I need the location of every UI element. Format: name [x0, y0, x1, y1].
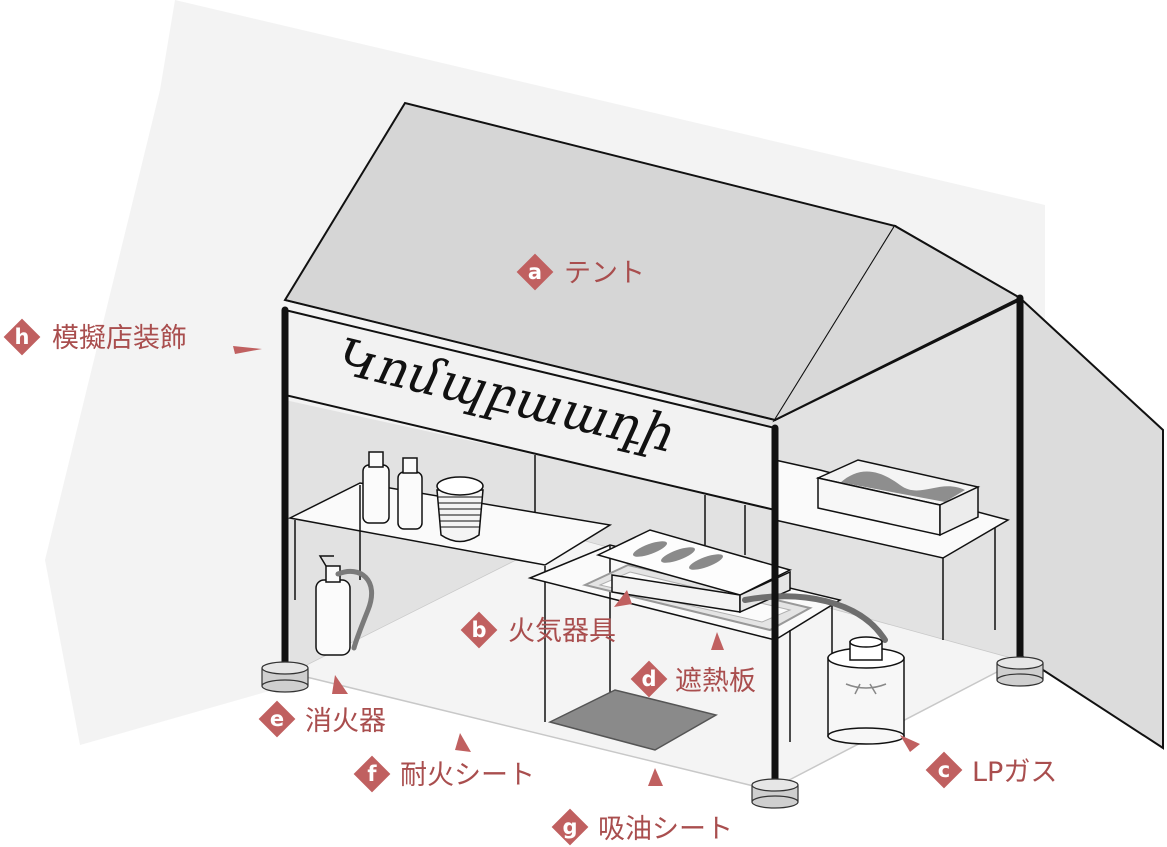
pointer-arrow-b — [614, 590, 632, 607]
food-item-1 — [632, 541, 668, 557]
svg-text:テント: テント — [564, 258, 645, 289]
label-a: a テント — [516, 253, 645, 291]
label-h: h 模擬店装飾 — [3, 318, 187, 356]
lp-gas-cylinder-body — [827, 657, 905, 737]
pointer-arrow-h — [233, 346, 262, 354]
tent-roof-side-fill — [775, 226, 1020, 420]
svg-text:f: f — [367, 762, 377, 786]
label-b: b 火気器具 — [460, 611, 616, 649]
oil-absorbing-sheet — [547, 689, 718, 751]
pointer-arrow-f — [455, 733, 471, 752]
svg-text:h: h — [15, 325, 30, 349]
fire-extinguisher-body — [315, 579, 351, 656]
food-item-2 — [660, 547, 696, 563]
pointer-arrow-c — [900, 735, 920, 752]
label-e: e 消火器 — [258, 700, 386, 738]
storage-box-contents — [828, 471, 965, 502]
pole-weight-front — [751, 778, 799, 809]
label-g: g 吸油シート — [551, 808, 733, 846]
svg-text:a: a — [528, 260, 542, 284]
pointer-arrow-g — [648, 768, 663, 786]
pole-weight-left — [261, 661, 309, 693]
tent-back-wall — [285, 300, 1020, 673]
bottle-2 — [397, 471, 423, 530]
pole-weight-right — [996, 656, 1044, 687]
bowl-stack — [436, 476, 484, 543]
svg-text:吸油シート: 吸油シート — [598, 814, 733, 845]
storage-box-side — [939, 485, 979, 537]
gas-hose — [742, 593, 888, 643]
svg-text:b: b — [471, 618, 486, 642]
svg-text:g: g — [562, 815, 577, 839]
pointer-arrow-d — [711, 632, 724, 650]
svg-text:LPガス: LPガス — [972, 757, 1057, 788]
svg-text:d: d — [641, 667, 656, 691]
svg-text:模擬店装飾: 模擬店装飾 — [52, 323, 187, 354]
fire-extinguisher-hose — [335, 568, 375, 651]
pointer-arrow-e — [332, 675, 348, 694]
svg-text:c: c — [938, 758, 950, 782]
lp-gas-cylinder-bottom — [827, 727, 905, 745]
svg-text:火気器具: 火気器具 — [508, 616, 616, 647]
label-f: f 耐火シート — [353, 755, 535, 793]
label-c: c LPガス — [925, 751, 1057, 789]
svg-text:消火器: 消火器 — [305, 706, 386, 737]
label-d: d 遮熱板 — [630, 660, 756, 698]
svg-text:遮熱板: 遮熱板 — [675, 666, 756, 697]
svg-text:e: e — [270, 707, 284, 731]
food-item-3 — [688, 554, 724, 570]
bottle-1 — [362, 464, 390, 524]
svg-text:耐火シート: 耐火シート — [400, 760, 535, 791]
